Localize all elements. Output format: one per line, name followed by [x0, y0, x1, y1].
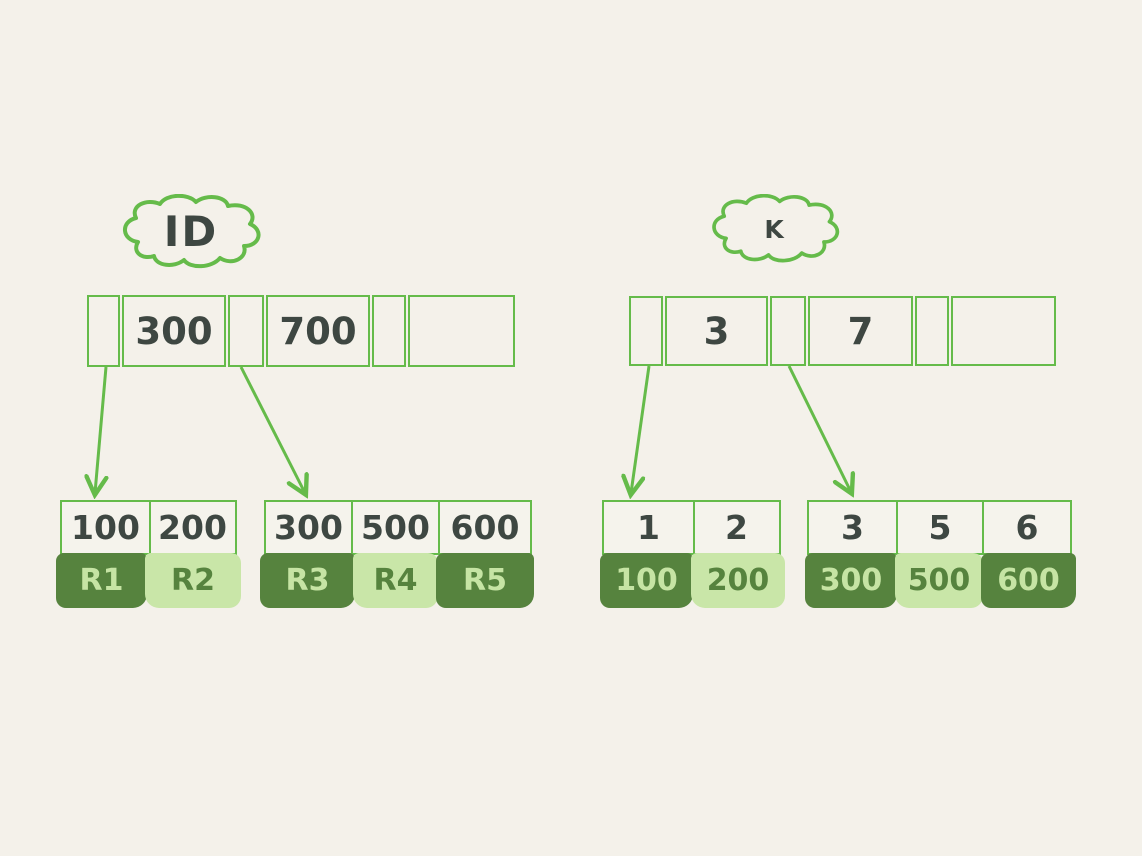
cloud-k-label: K [764, 214, 786, 244]
leaf-node-id-1: 100 200 R1 R2 [56, 500, 241, 608]
root-cell-pointer [629, 296, 663, 366]
leaf-records-row: 300 500 600 [805, 553, 1076, 608]
root-cell-empty [951, 296, 1056, 366]
leaf-key-cell: 2 [692, 500, 781, 555]
root-cell-key: 300 [122, 295, 226, 367]
root-cell-empty [408, 295, 515, 367]
leaf-key-cell: 3 [807, 500, 898, 555]
leaf-key-cell: 6 [982, 500, 1072, 555]
leaf-node-id-2: 300 500 600 R3 R4 R5 [260, 500, 534, 608]
record-block: R1 [56, 553, 147, 608]
leaf-key-cell: 5 [895, 500, 985, 555]
leaf-key-cell: 100 [60, 500, 151, 555]
cloud-outline-icon [712, 194, 840, 263]
leaf-keys-row: 1 2 [602, 500, 783, 555]
record-block: R3 [260, 553, 355, 608]
root-cell-pointer [915, 296, 949, 366]
root-cell-pointer [228, 295, 264, 367]
leaf-key-cell: 200 [148, 500, 237, 555]
cloud-id-label: ID [163, 206, 219, 256]
leaf-records-row: 100 200 [600, 553, 785, 608]
record-block: 100 [600, 553, 693, 608]
root-cell-key: 3 [665, 296, 768, 366]
pointer-arrow [631, 365, 651, 493]
root-node-k: 3 7 [629, 296, 1056, 366]
root-cell-key: 700 [266, 295, 370, 367]
record-block: R5 [436, 553, 534, 608]
leaf-records-row: R3 R4 R5 [260, 553, 534, 608]
pointer-arrow [787, 365, 851, 492]
leaf-keys-row: 300 500 600 [264, 500, 532, 555]
root-node-id: 300 700 [87, 295, 515, 367]
root-cell-key: 7 [808, 296, 913, 366]
record-block: 300 [805, 553, 897, 608]
record-block: R4 [353, 553, 438, 608]
leaf-key-cell: 1 [602, 500, 695, 555]
record-block: 600 [981, 553, 1076, 608]
record-block: 500 [895, 553, 983, 608]
root-cell-pointer [87, 295, 120, 367]
leaf-records-row: R1 R2 [56, 553, 241, 608]
record-block: R2 [145, 553, 241, 608]
root-cell-pointer [372, 295, 406, 367]
leaf-key-cell: 500 [350, 500, 441, 555]
cloud-k: K [705, 194, 845, 266]
leaf-keys-row: 100 200 [60, 500, 239, 555]
record-block: 200 [691, 553, 785, 608]
leaf-node-k-2: 3 5 6 300 500 600 [805, 500, 1076, 608]
leaf-keys-row: 3 5 6 [807, 500, 1074, 555]
leaf-key-cell: 600 [438, 500, 532, 555]
leaf-key-cell: 300 [264, 500, 353, 555]
pointer-arrow [95, 366, 106, 493]
cloud-outline-icon [123, 194, 261, 269]
pointer-arrow [239, 366, 305, 493]
leaf-node-k-1: 1 2 100 200 [600, 500, 785, 608]
cloud-id: ID [116, 194, 266, 272]
root-cell-pointer [770, 296, 806, 366]
